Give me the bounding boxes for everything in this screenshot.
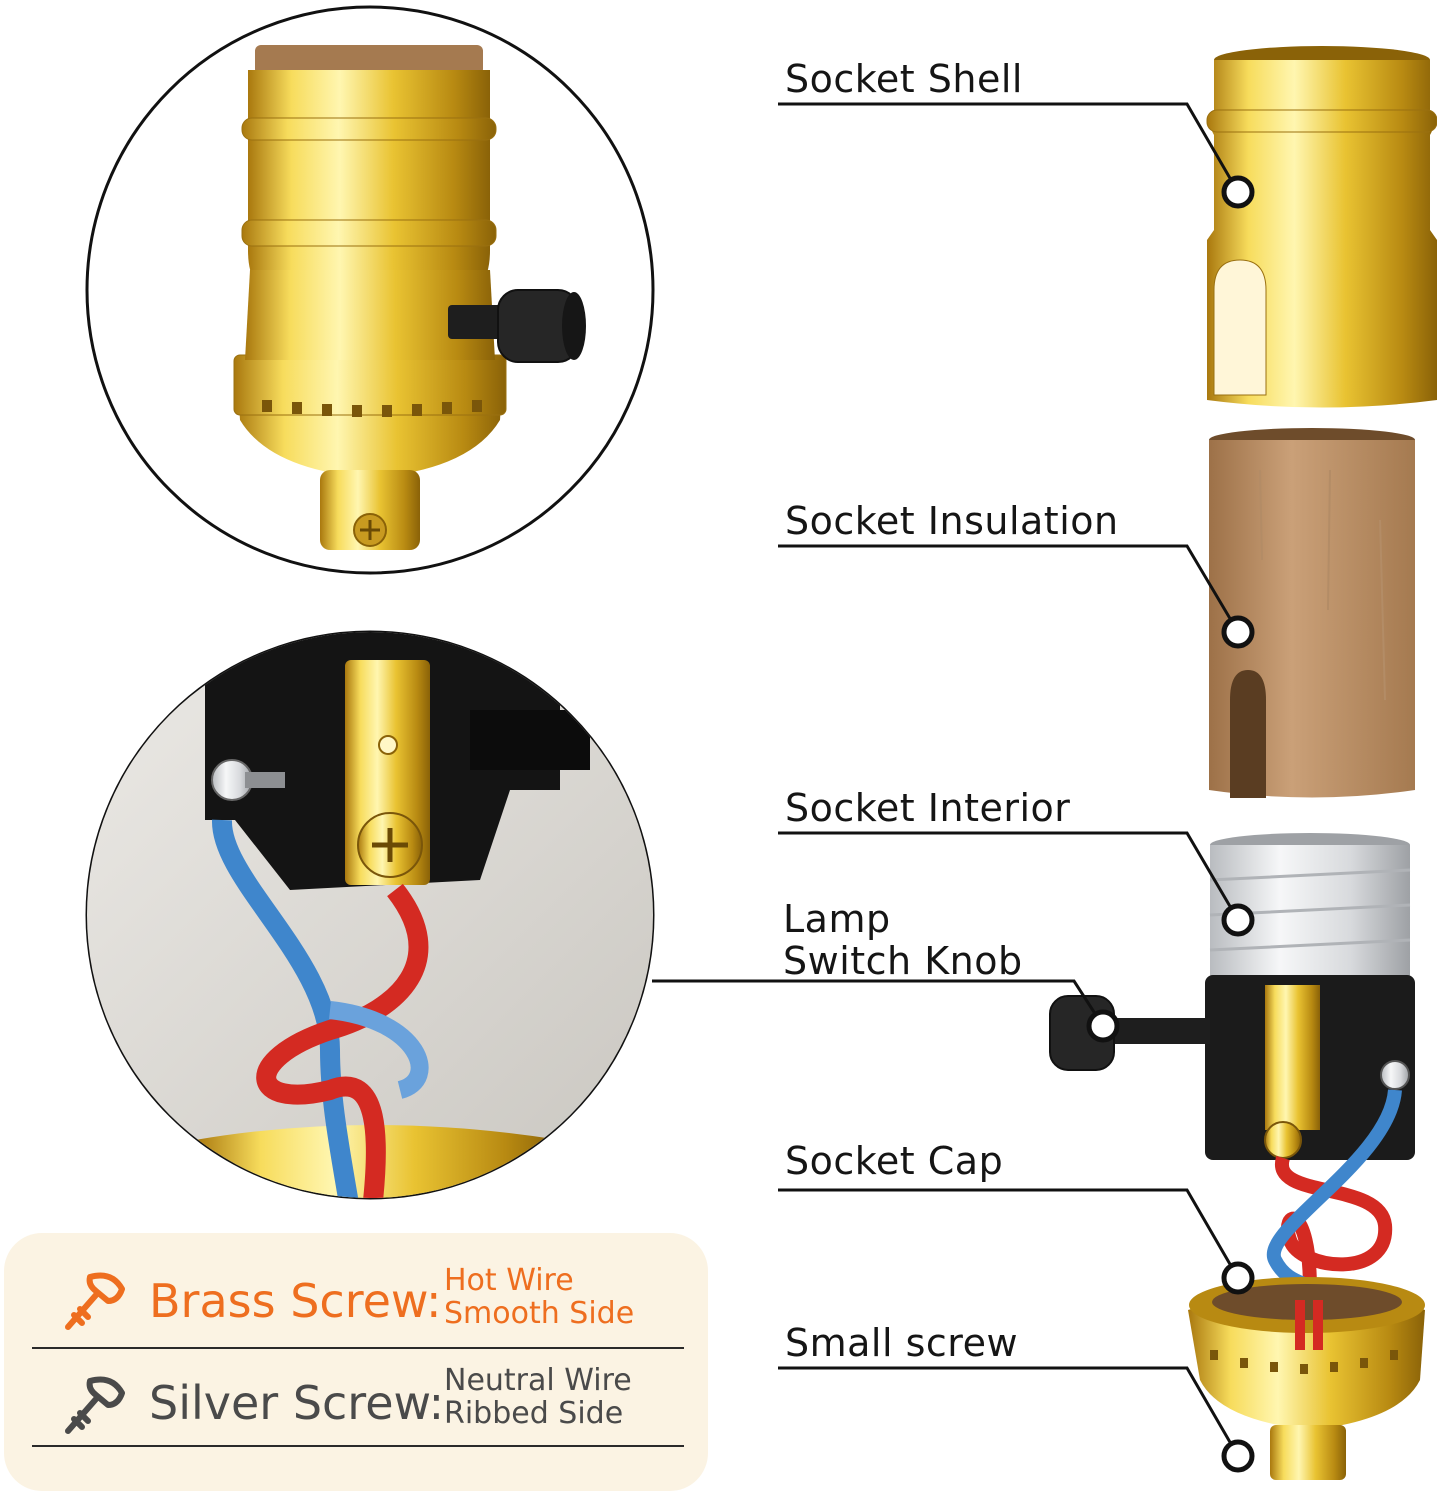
brass-screw-icon [65, 1272, 125, 1330]
label-lamp-switch-knob-line1: Lamp [783, 897, 891, 941]
assembled-socket-closeup [85, 5, 655, 575]
label-socket-interior: Socket Interior [785, 786, 1071, 830]
callout-dot-shell [1221, 175, 1255, 209]
socket-interior-part [1049, 833, 1415, 1302]
socket-shell-part [1206, 46, 1437, 408]
legend-row-silver: Silver Screw: Neutral Wire Ribbed Side [4, 1357, 708, 1447]
callout-dot-cap [1221, 1261, 1255, 1295]
silver-ribbed-side: Ribbed Side [444, 1396, 624, 1431]
label-small-screw: Small screw [785, 1321, 1019, 1365]
brass-hot-wire: Hot Wire [444, 1263, 574, 1298]
legend-row-brass: Brass Screw: Hot Wire Smooth Side [4, 1255, 708, 1345]
callout-dot-interior [1221, 903, 1255, 937]
callout-dot-knob [1086, 1009, 1120, 1043]
socket-cap-part [1188, 1277, 1425, 1480]
silver-neutral-wire: Neutral Wire [444, 1363, 632, 1398]
label-socket-insulation: Socket Insulation [785, 499, 1119, 543]
callout-dot-screw [1221, 1439, 1255, 1473]
silver-screw-icon [65, 1376, 125, 1434]
silver-screw-title: Silver Screw: [149, 1376, 445, 1430]
label-lamp-switch-knob-line2: Switch Knob [783, 939, 1023, 983]
brass-smooth-side: Smooth Side [444, 1296, 635, 1331]
legend-divider-1 [32, 1347, 684, 1349]
brass-screw-title: Brass Screw: [149, 1274, 442, 1328]
label-socket-shell: Socket Shell [785, 57, 1023, 101]
legend-divider-2 [32, 1445, 684, 1447]
socket-insulation-part [1209, 428, 1415, 798]
label-socket-cap: Socket Cap [785, 1139, 1004, 1183]
wiring-closeup [85, 630, 655, 1200]
callout-dot-insulation [1221, 615, 1255, 649]
screw-wire-legend: Brass Screw: Hot Wire Smooth Side Silver… [4, 1233, 708, 1491]
